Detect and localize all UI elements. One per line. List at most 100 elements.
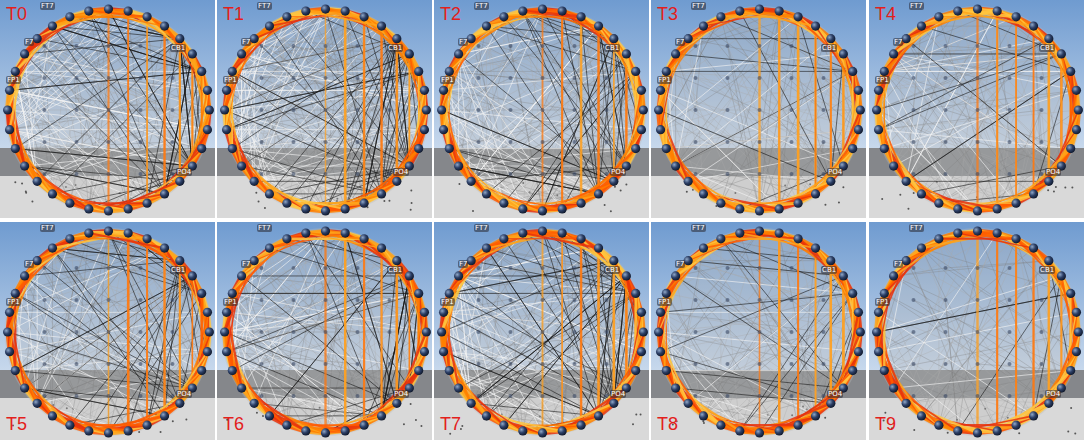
inner-electrode — [822, 172, 826, 176]
connectivity-line — [344, 11, 346, 209]
electrode-sphere — [228, 67, 237, 76]
graph-disc — [656, 6, 864, 214]
electrode-sphere — [439, 86, 448, 95]
inner-electrode — [694, 76, 698, 80]
electrode-sphere — [538, 5, 547, 14]
electrode-sphere — [197, 67, 206, 76]
electrode-sphere — [856, 105, 865, 114]
electrode-sphere — [558, 6, 567, 15]
electrode-sphere — [228, 144, 237, 153]
connectivity-line — [471, 26, 598, 181]
inner-electrode — [477, 76, 481, 80]
electrode-sphere — [826, 177, 835, 186]
connectivity-graph — [651, 0, 866, 218]
graph-disc — [439, 6, 647, 214]
floor-dot — [411, 202, 413, 204]
electrode-sphere — [205, 105, 214, 114]
connectivity-line — [581, 17, 598, 194]
inner-electrode — [758, 108, 762, 112]
electrode-sphere — [222, 125, 231, 134]
inner-electrode — [726, 108, 730, 112]
inner-electrode — [541, 108, 545, 112]
connectivity-line — [676, 71, 853, 166]
connectivity-line — [597, 26, 600, 194]
inner-electrode — [292, 172, 296, 176]
inner-electrode — [573, 140, 577, 144]
inner-electrode — [694, 172, 698, 176]
connectivity-line — [10, 130, 165, 194]
inner-electrode — [260, 108, 264, 112]
floor-dot — [383, 200, 385, 202]
electrode-sphere — [518, 6, 527, 15]
inner-electrode — [573, 44, 577, 48]
connectivity-line — [459, 54, 614, 181]
inner-electrode — [388, 172, 392, 176]
inner-electrode — [509, 172, 513, 176]
inner-electrode — [509, 44, 513, 48]
electrode-label: CB1 — [604, 44, 620, 52]
inner-electrode — [541, 140, 545, 144]
connectivity-line — [37, 26, 52, 181]
inner-electrode — [43, 76, 47, 80]
electrode-sphere — [104, 206, 113, 215]
connectivity-line — [797, 17, 799, 203]
inner-electrode — [726, 44, 730, 48]
inner-electrode — [75, 172, 79, 176]
electrode-label: PO4 — [610, 168, 626, 176]
electrode-sphere — [577, 199, 586, 208]
connectivity-line — [442, 110, 614, 181]
electrode-label: PO4 — [827, 168, 843, 176]
connectivity-edge — [523, 11, 581, 17]
connectivity-line — [396, 39, 398, 182]
electrode-sphere — [237, 49, 246, 58]
inner-electrode — [477, 140, 481, 144]
connectivity-line — [581, 17, 582, 203]
electrode-sphere — [755, 5, 764, 14]
connectivity-line — [661, 90, 780, 209]
connectivity-line — [363, 17, 365, 203]
inner-electrode — [139, 44, 143, 48]
electrode-sphere — [439, 125, 448, 134]
electrode-sphere — [392, 177, 401, 186]
floor-dot — [472, 210, 474, 212]
electrode-sphere — [392, 34, 401, 43]
inner-electrode — [356, 172, 360, 176]
electrode-sphere — [377, 189, 386, 198]
connectivity-line — [163, 26, 166, 194]
inner-electrode — [75, 44, 79, 48]
electrode-sphere — [662, 67, 671, 76]
electrode-sphere — [203, 125, 212, 134]
floor-dot — [258, 200, 260, 202]
electrode-label: PO4 — [393, 168, 409, 176]
panel-label: T0 — [6, 4, 27, 24]
connectivity-line — [165, 71, 202, 193]
electrode-sphere — [839, 49, 848, 58]
connectivity-line — [345, 11, 409, 166]
connectivity-line — [442, 110, 523, 209]
floor-dot — [824, 204, 826, 206]
electrode-sphere — [558, 204, 567, 213]
electrode-sphere — [377, 22, 386, 31]
inner-electrode — [75, 140, 79, 144]
inner-electrode — [605, 76, 609, 80]
inner-electrode — [726, 172, 730, 176]
connectivity-line — [688, 46, 759, 181]
time-panel: T3FT7F7FP1CB1PO4 — [651, 0, 866, 218]
connectivity-line — [779, 11, 858, 130]
connectivity-line — [543, 39, 614, 211]
inner-electrode — [139, 76, 143, 80]
electrode-sphere — [265, 189, 274, 198]
inner-electrode — [573, 172, 577, 176]
time-panel: T0FT7F7FP1CB1PO4 — [0, 0, 215, 218]
connectivity-line — [598, 26, 600, 194]
electrode-sphere — [341, 6, 350, 15]
connectivity-line — [479, 46, 636, 149]
connectivity-line — [599, 26, 627, 166]
electrode-sphere — [639, 105, 648, 114]
inner-electrode — [541, 44, 545, 48]
electrode-sphere — [422, 105, 431, 114]
inner-electrode — [356, 140, 360, 144]
electrode-sphere — [467, 177, 476, 186]
inner-electrode — [509, 108, 513, 112]
